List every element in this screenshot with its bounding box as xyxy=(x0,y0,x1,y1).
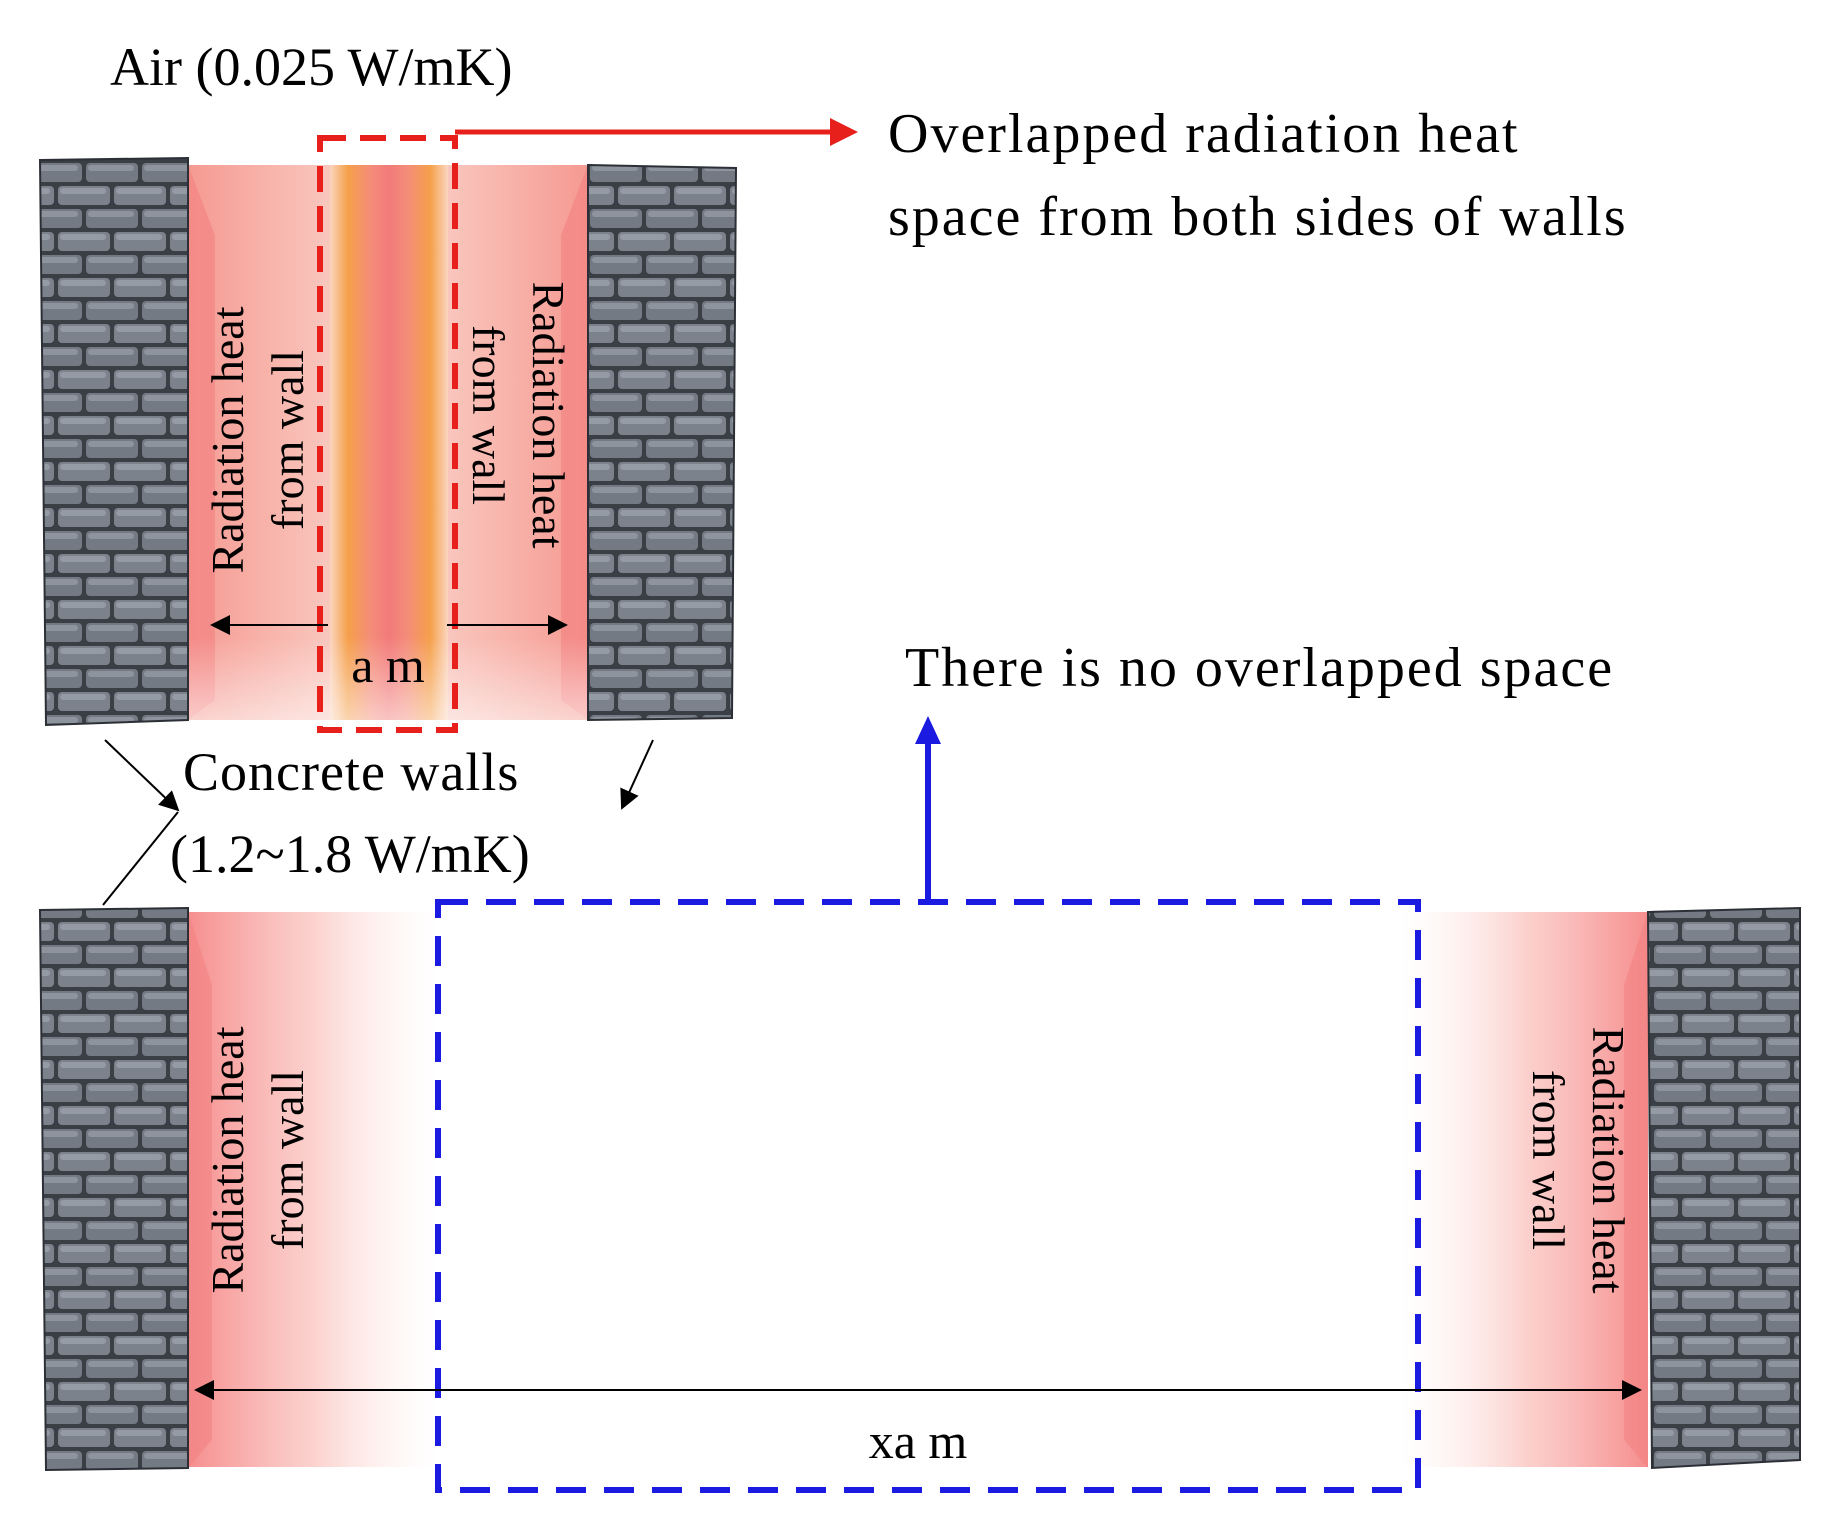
concrete-pointer-bottom-left xyxy=(102,811,179,906)
bottom-left-radiation-label: Radiation heat from wall xyxy=(202,1026,313,1293)
bottom-right-glow xyxy=(1400,912,1648,1467)
concrete-pointer-top-left xyxy=(104,739,180,812)
concrete-label-line2: (1.2~1.8 W/mK) xyxy=(170,824,530,884)
top-right-wall xyxy=(587,163,738,722)
concrete-pointer-top-right xyxy=(620,739,654,810)
wide-width-label: xa m xyxy=(869,1413,968,1469)
overlap-arrow-head xyxy=(830,118,858,146)
overlap-note-line1: Overlapped radiation heat xyxy=(888,103,1520,165)
overlap-note-line2: space from both sides of walls xyxy=(888,186,1628,248)
no-overlap-region-box xyxy=(435,899,1421,1493)
top-left-radiation-label: Radiation heat from wall xyxy=(202,306,313,573)
bottom-left-radiation-line1: Radiation heat xyxy=(202,1026,253,1293)
bottom-right-radiation-line1: Radiation heat xyxy=(1583,1027,1634,1294)
bottom-left-wall xyxy=(38,906,189,1472)
bottom-right-glow-wedge xyxy=(1624,912,1648,1468)
bottom-right-radiation-line2: from wall xyxy=(1523,1070,1574,1250)
bottom-left-glow xyxy=(188,912,438,1467)
top-right-radiation-line1: Radiation heat xyxy=(523,282,574,549)
top-left-radiation-line1: Radiation heat xyxy=(202,306,253,573)
concrete-label-line1: Concrete walls xyxy=(183,742,519,802)
top-left-wall xyxy=(38,156,189,727)
top-right-radiation-label: Radiation heat from wall xyxy=(463,282,574,549)
bottom-left-radiation-line2: from wall xyxy=(262,1070,313,1250)
bottom-left-glow-wedge xyxy=(188,912,212,1468)
air-label: Air (0.025 W/mK) xyxy=(110,37,512,97)
top-left-radiation-line2: from wall xyxy=(262,350,313,530)
narrow-width-label: a m xyxy=(351,637,425,693)
top-right-radiation-line2: from wall xyxy=(463,325,514,505)
bottom-right-radiation-label: Radiation heat from wall xyxy=(1523,1027,1634,1294)
no-overlap-note: There is no overlapped space xyxy=(905,637,1614,699)
top-fade xyxy=(188,165,588,720)
bottom-right-wall xyxy=(1646,906,1801,1470)
no-overlap-arrow-head xyxy=(915,716,941,744)
